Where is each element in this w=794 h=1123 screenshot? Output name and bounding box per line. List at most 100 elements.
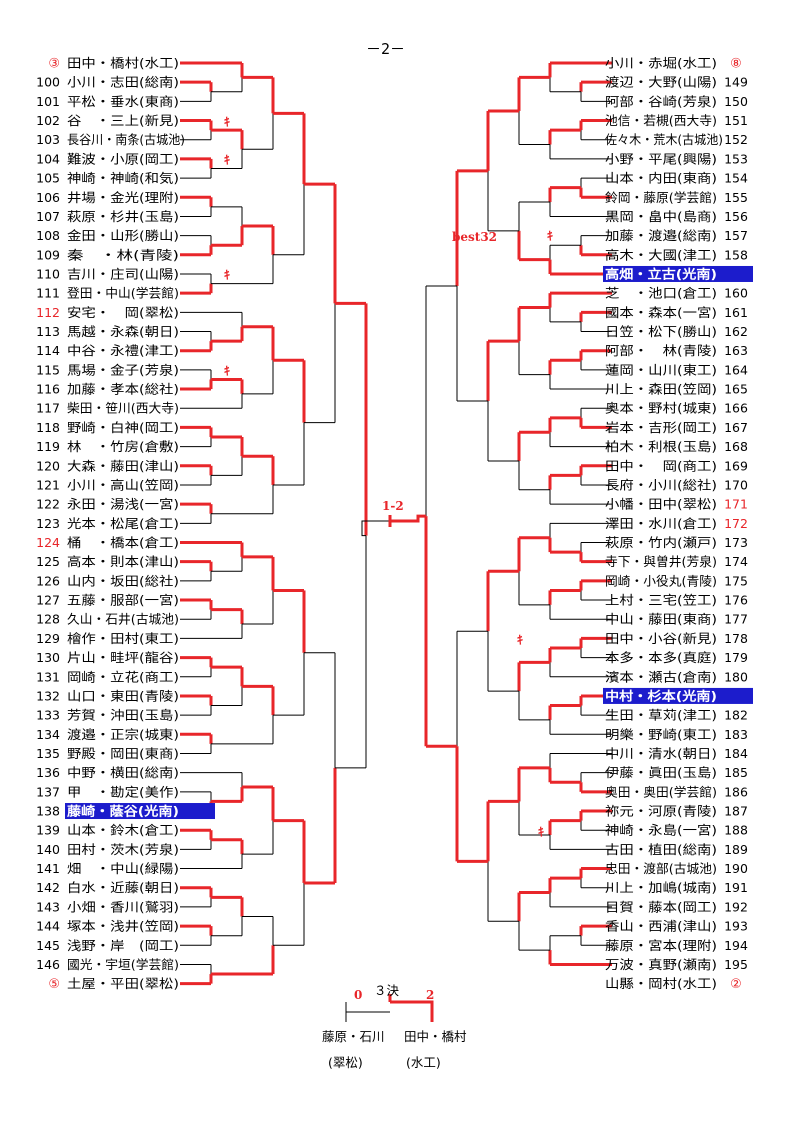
third-place-line: [388, 994, 434, 1022]
entry-name: 桶 ・橋本(倉工): [67, 535, 179, 550]
entry-name: 生田・草苅(津工): [605, 708, 717, 723]
entry-name: 加藤・孝本(総社): [67, 382, 179, 397]
entry-name: 川上・森田(笠岡): [605, 382, 717, 397]
entry-number: 128: [36, 612, 60, 627]
entry-number: 104: [36, 151, 60, 166]
third-place-right-school: (水工): [406, 1055, 441, 1070]
entry-name: 小川・赤堀(水工): [605, 56, 717, 71]
entry-number: 118: [36, 420, 60, 435]
entry-name: 長谷川・南条(古城池): [67, 132, 185, 147]
entry-number: 155: [724, 190, 748, 205]
entry-number: 123: [36, 516, 60, 531]
entry-name: 萩原・杉井(玉島): [67, 209, 179, 224]
ki-mark: ｷ: [224, 268, 230, 282]
entry-name: 高本・則本(津山): [67, 554, 179, 569]
ki-mark: ｷ: [224, 153, 230, 167]
third-place-match: ３決 0 2 藤原・石川 (翠松) 田中・橋村 (水工): [318, 978, 478, 1078]
entry-number: 116: [36, 382, 60, 397]
entry-name: 塚本・浅井(笠岡): [67, 919, 179, 934]
entry-number: 111: [36, 286, 60, 301]
entry-name: 中野・横田(総南): [67, 765, 179, 780]
entry-name: 澤田・水川(倉工): [605, 516, 717, 531]
entry-number: 183: [724, 727, 748, 742]
entry-number: 163: [724, 343, 748, 358]
entry-number: 185: [724, 765, 748, 780]
entry-name: 山口・東田(青陵): [67, 688, 179, 703]
entry-name: 馬越・永森(朝日): [67, 324, 179, 339]
entry-number: 100: [36, 75, 60, 90]
entry-number: 144: [36, 919, 60, 934]
entry-number: 103: [36, 132, 60, 147]
entry-name: 五藤・服部(一宮): [67, 593, 179, 608]
entry-number: ③: [48, 57, 60, 72]
entry-number: 160: [724, 286, 748, 301]
entry-name: 小畑・香川(鷲羽): [67, 899, 179, 914]
entry-name: 甲 ・勘定(美作): [67, 784, 179, 799]
entry-number: 152: [724, 132, 748, 147]
entry-number: 193: [724, 919, 748, 934]
entry-name: 大森・藤田(津山): [67, 458, 179, 473]
entry-number: 167: [724, 420, 748, 435]
third-place-right-score: 2: [426, 988, 435, 1002]
entry-number: 179: [724, 650, 748, 665]
entry-name: 中谷・永禮(津工): [67, 343, 179, 358]
entry-name: 馬場・金子(芳泉): [67, 362, 179, 377]
entry-number: 194: [724, 938, 748, 953]
highlight-box: [65, 803, 215, 820]
entry-number: 158: [724, 247, 748, 262]
entry-name: 黒岡・畠中(島商): [605, 209, 717, 224]
entry-number: 166: [724, 401, 748, 416]
entry-name: 浅野・岸 (岡工): [67, 938, 179, 953]
entry-number: 143: [36, 899, 60, 914]
entry-number: 115: [36, 362, 60, 377]
entry-number: 141: [36, 861, 60, 876]
entry-name: 登田・中山(学芸館): [67, 286, 179, 301]
entry-name: 藤崎・蔭谷(光南): [66, 804, 179, 819]
entry-name: 永田・湯浅(一宮): [67, 497, 179, 512]
entry-name: 谷 ・三上(新見): [67, 113, 179, 128]
entry-number: 180: [724, 669, 748, 684]
entry-number: 178: [724, 631, 748, 646]
entry-number: 156: [724, 209, 748, 224]
entry-name: 土屋・平田(翠松): [67, 976, 179, 991]
third-place-left-name: 藤原・石川: [322, 1029, 385, 1044]
entry-number: 117: [36, 401, 60, 416]
final-line: [361, 520, 390, 537]
highlight-box: [603, 687, 753, 704]
entry-number: ⑤: [48, 977, 60, 992]
entry-number: 146: [36, 957, 60, 972]
entry-name: 濱本・瀬古(倉南): [605, 669, 717, 684]
entry-name: 國光・宇垣(学芸館): [67, 957, 179, 972]
entry-name: 藤原・宮本(理附): [605, 938, 717, 953]
entry-name: 片山・畦坪(龍谷): [67, 650, 179, 665]
third-place-title: ３決: [374, 983, 400, 998]
entry-number: 134: [36, 727, 60, 742]
entry-number: 153: [724, 151, 748, 166]
entry-name: 古田・植田(総南): [605, 842, 717, 857]
entry-number: 168: [724, 439, 748, 454]
entry-number: 126: [36, 573, 60, 588]
entry-name: 奥田・奥田(学芸館): [605, 784, 717, 799]
entry-number: 127: [36, 593, 60, 608]
entry-name: 芳賀・沖田(玉島): [67, 708, 179, 723]
entry-name: 鈴岡・藤原(学芸館): [605, 190, 717, 205]
entry-number: 112: [36, 305, 60, 320]
entry-number: 107: [36, 209, 60, 224]
entry-number: 137: [36, 784, 60, 799]
entry-number: 114: [36, 343, 60, 358]
entry-number: 129: [36, 631, 60, 646]
entry-number: 175: [724, 573, 748, 588]
entry-number: 169: [724, 458, 748, 473]
ki-mark: ｷ: [517, 633, 523, 647]
entry-name: 忠田・渡部(古城池): [605, 861, 717, 876]
entry-number: 130: [36, 650, 60, 665]
ki-mark: ｷ: [547, 229, 553, 243]
entry-name: 山内・坂田(総社): [67, 573, 179, 588]
entry-name: 中川・清水(朝日): [605, 746, 717, 761]
best32-label: best32: [452, 230, 497, 244]
entry-name: 小川・高山(笠岡): [67, 477, 179, 492]
entry-name: 香山・西浦(津山): [605, 919, 717, 934]
entry-number: 121: [36, 477, 60, 492]
